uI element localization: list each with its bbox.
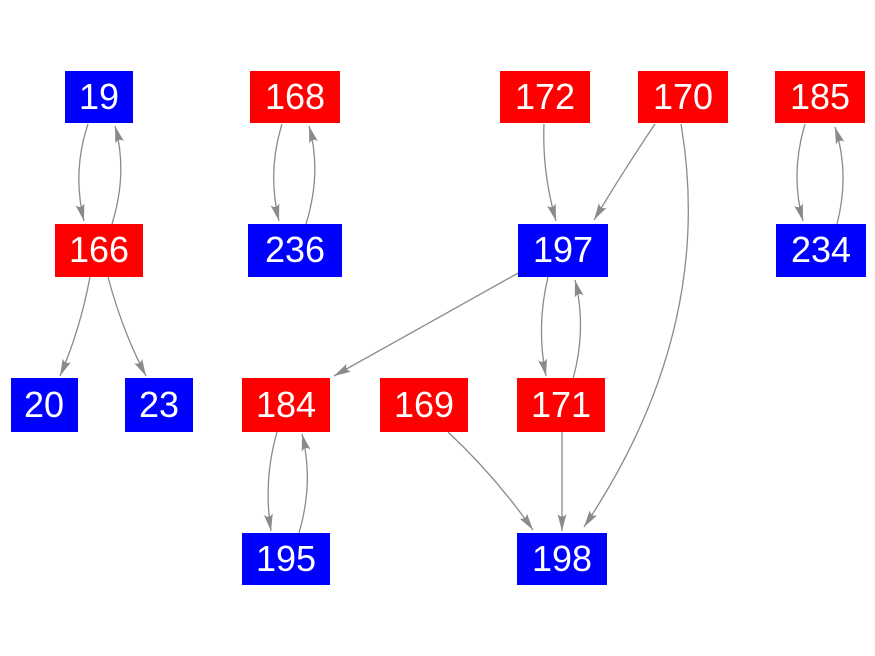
node-label: 184 bbox=[255, 384, 317, 425]
node-171[interactable]: 171 bbox=[517, 378, 605, 432]
edge-169-198 bbox=[447, 431, 534, 531]
node-169[interactable]: 169 bbox=[380, 378, 468, 432]
edge-197-171 bbox=[538, 276, 549, 377]
node-198[interactable]: 198 bbox=[517, 533, 607, 585]
edge-197-184 bbox=[333, 271, 521, 377]
node-label: 19 bbox=[78, 76, 120, 117]
edge-19-166 bbox=[75, 123, 89, 222]
node-label: 185 bbox=[789, 76, 851, 117]
node-23[interactable]: 23 bbox=[125, 378, 193, 432]
node-label: 234 bbox=[790, 229, 852, 270]
node-label: 172 bbox=[514, 76, 576, 117]
node-label: 170 bbox=[652, 76, 714, 117]
node-172[interactable]: 172 bbox=[500, 71, 590, 123]
node-166[interactable]: 166 bbox=[55, 223, 143, 277]
node-197[interactable]: 197 bbox=[518, 223, 608, 277]
node-label: 166 bbox=[68, 229, 130, 270]
edge-168-236 bbox=[270, 123, 283, 222]
node-label: 197 bbox=[532, 229, 594, 270]
edge-166-19 bbox=[111, 125, 124, 225]
node-168[interactable]: 168 bbox=[250, 71, 340, 123]
edge-234-185 bbox=[834, 126, 845, 225]
node-label: 198 bbox=[531, 538, 593, 579]
edge-236-168 bbox=[305, 125, 318, 225]
node-label: 20 bbox=[23, 384, 65, 425]
node-19[interactable]: 19 bbox=[65, 71, 133, 123]
edge-171-197 bbox=[572, 279, 584, 380]
edge-166-23 bbox=[107, 276, 147, 377]
edge-170-197 bbox=[593, 123, 656, 221]
node-170[interactable]: 170 bbox=[638, 71, 728, 123]
node-label: 23 bbox=[138, 384, 180, 425]
edge-172-197 bbox=[543, 123, 557, 222]
edge-185-234 bbox=[794, 123, 806, 222]
node-184[interactable]: 184 bbox=[242, 378, 330, 432]
edge-195-184 bbox=[298, 433, 311, 534]
node-20[interactable]: 20 bbox=[10, 378, 78, 432]
node-236[interactable]: 236 bbox=[248, 223, 342, 277]
node-label: 171 bbox=[530, 384, 592, 425]
edge-170-198 bbox=[583, 123, 689, 528]
node-label: 236 bbox=[264, 229, 326, 270]
edge-184-195 bbox=[263, 431, 278, 532]
edge-166-20 bbox=[59, 276, 91, 377]
node-234[interactable]: 234 bbox=[776, 223, 866, 277]
node-label: 168 bbox=[264, 76, 326, 117]
node-label: 169 bbox=[393, 384, 455, 425]
node-195[interactable]: 195 bbox=[242, 533, 330, 585]
node-label: 195 bbox=[255, 538, 317, 579]
node-185[interactable]: 185 bbox=[775, 71, 865, 123]
